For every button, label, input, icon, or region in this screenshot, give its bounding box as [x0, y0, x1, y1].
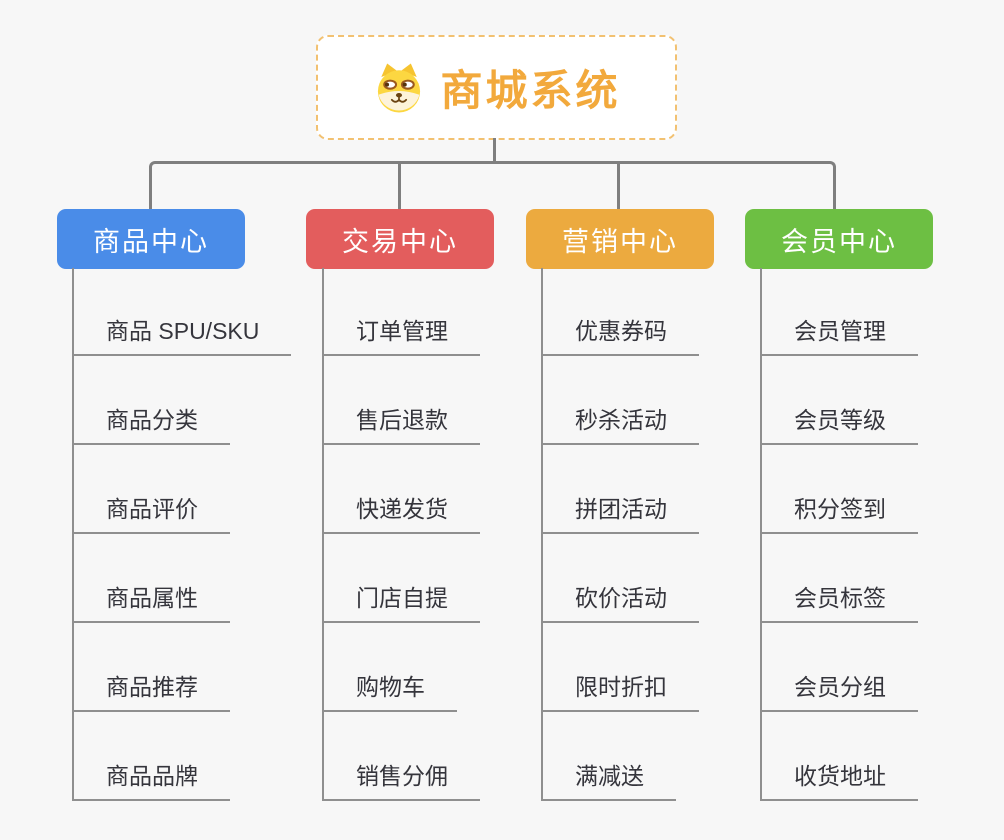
- leaf-node[interactable]: 快递发货: [324, 498, 480, 534]
- leaf-node[interactable]: 商品分类: [74, 409, 230, 445]
- leaf-node[interactable]: 购物车: [324, 676, 457, 712]
- leaf-node[interactable]: 会员标签: [762, 587, 918, 623]
- root-node[interactable]: 商城系统: [316, 35, 677, 140]
- leaf-node[interactable]: 限时折扣: [543, 676, 699, 712]
- leaf-node[interactable]: 商品属性: [74, 587, 230, 623]
- leaf-node[interactable]: 订单管理: [324, 320, 480, 356]
- leaf-node[interactable]: 门店自提: [324, 587, 480, 623]
- leaf-node[interactable]: 商品品牌: [74, 765, 230, 801]
- branch-node-product-center[interactable]: 商品中心: [57, 209, 245, 269]
- dog-face-icon: [372, 61, 426, 115]
- branch-drop-line-2: [398, 162, 401, 210]
- branches-connector-frame: [149, 161, 836, 211]
- branch-drop-line-3: [617, 162, 620, 210]
- leaf-node[interactable]: 商品推荐: [74, 676, 230, 712]
- leaf-node[interactable]: 积分签到: [762, 498, 918, 534]
- leaf-node[interactable]: 商品 SPU/SKU: [74, 320, 292, 356]
- branch-children-member-center: 会员管理 会员等级 积分签到 会员标签 会员分组 收货地址: [760, 268, 918, 801]
- leaf-node[interactable]: 会员管理: [762, 320, 918, 356]
- branch-label: 商品中心: [93, 226, 209, 257]
- branch-children-marketing-center: 优惠券码 秒杀活动 拼团活动 砍价活动 限时折扣 满减送: [541, 268, 699, 801]
- leaf-node[interactable]: 拼团活动: [543, 498, 699, 534]
- leaf-node[interactable]: 满减送: [543, 765, 676, 801]
- leaf-node[interactable]: 优惠券码: [543, 320, 699, 356]
- leaf-node[interactable]: 商品评价: [74, 498, 230, 534]
- branch-children-product-center: 商品 SPU/SKU 商品分类 商品评价 商品属性 商品推荐 商品品牌: [72, 268, 292, 801]
- leaf-node[interactable]: 售后退款: [324, 409, 480, 445]
- branch-node-trade-center[interactable]: 交易中心: [306, 209, 494, 269]
- branch-label: 交易中心: [342, 226, 458, 257]
- leaf-node[interactable]: 会员分组: [762, 676, 918, 712]
- branch-node-marketing-center[interactable]: 营销中心: [526, 209, 714, 269]
- branch-label: 会员中心: [781, 226, 897, 257]
- leaf-node[interactable]: 秒杀活动: [543, 409, 699, 445]
- branch-node-member-center[interactable]: 会员中心: [745, 209, 933, 269]
- leaf-node[interactable]: 销售分佣: [324, 765, 480, 801]
- branch-label: 营销中心: [562, 226, 678, 257]
- root-title: 商城系统: [440, 67, 621, 114]
- leaf-node[interactable]: 会员等级: [762, 409, 918, 445]
- leaf-node[interactable]: 砍价活动: [543, 587, 699, 623]
- root-connector-stub: [493, 138, 496, 163]
- branch-children-trade-center: 订单管理 售后退款 快递发货 门店自提 购物车 销售分佣: [322, 268, 480, 801]
- leaf-node[interactable]: 收货地址: [762, 765, 918, 801]
